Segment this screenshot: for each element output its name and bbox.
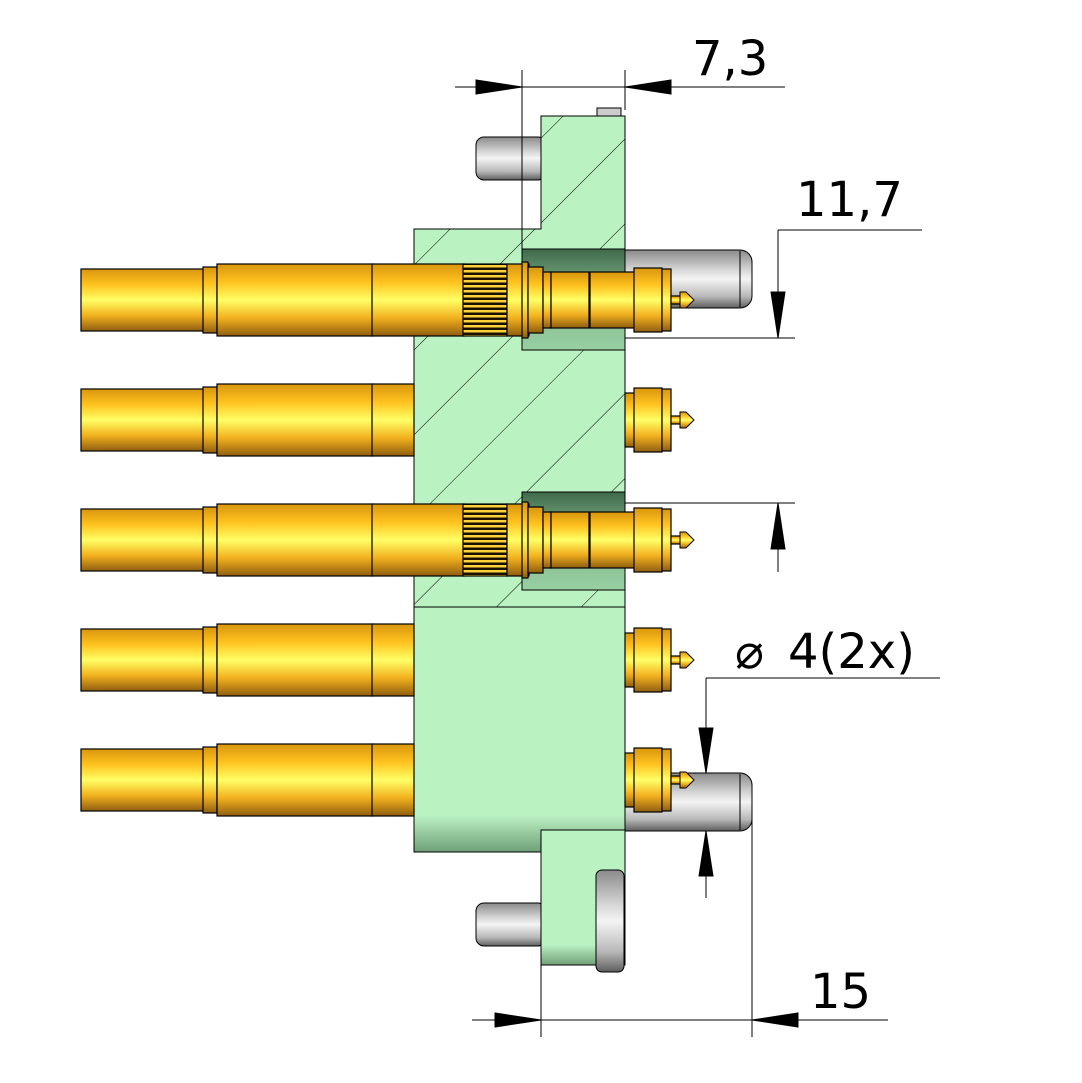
contact-3	[80, 501, 695, 579]
dimension-diameter	[698, 677, 940, 898]
dimension-pitch	[625, 229, 922, 572]
dimension-pin-offset-label: 15	[810, 964, 871, 1020]
contact-1	[80, 261, 695, 339]
diameter-symbol: ⌀	[735, 624, 764, 680]
dimension-pin-offset	[472, 812, 888, 1037]
dimension-thickness	[455, 70, 785, 250]
dimension-pitch-label: 11,7	[796, 172, 903, 228]
dimension-diameter-label: 4(2x)	[788, 624, 915, 680]
contact-4	[80, 623, 695, 697]
dimension-thickness-label: 7,3	[692, 31, 768, 87]
guide-pin-bottom-left	[475, 902, 547, 947]
contact-2	[80, 383, 695, 457]
contact-5	[80, 743, 695, 817]
guide-pin-top-left	[475, 136, 547, 181]
